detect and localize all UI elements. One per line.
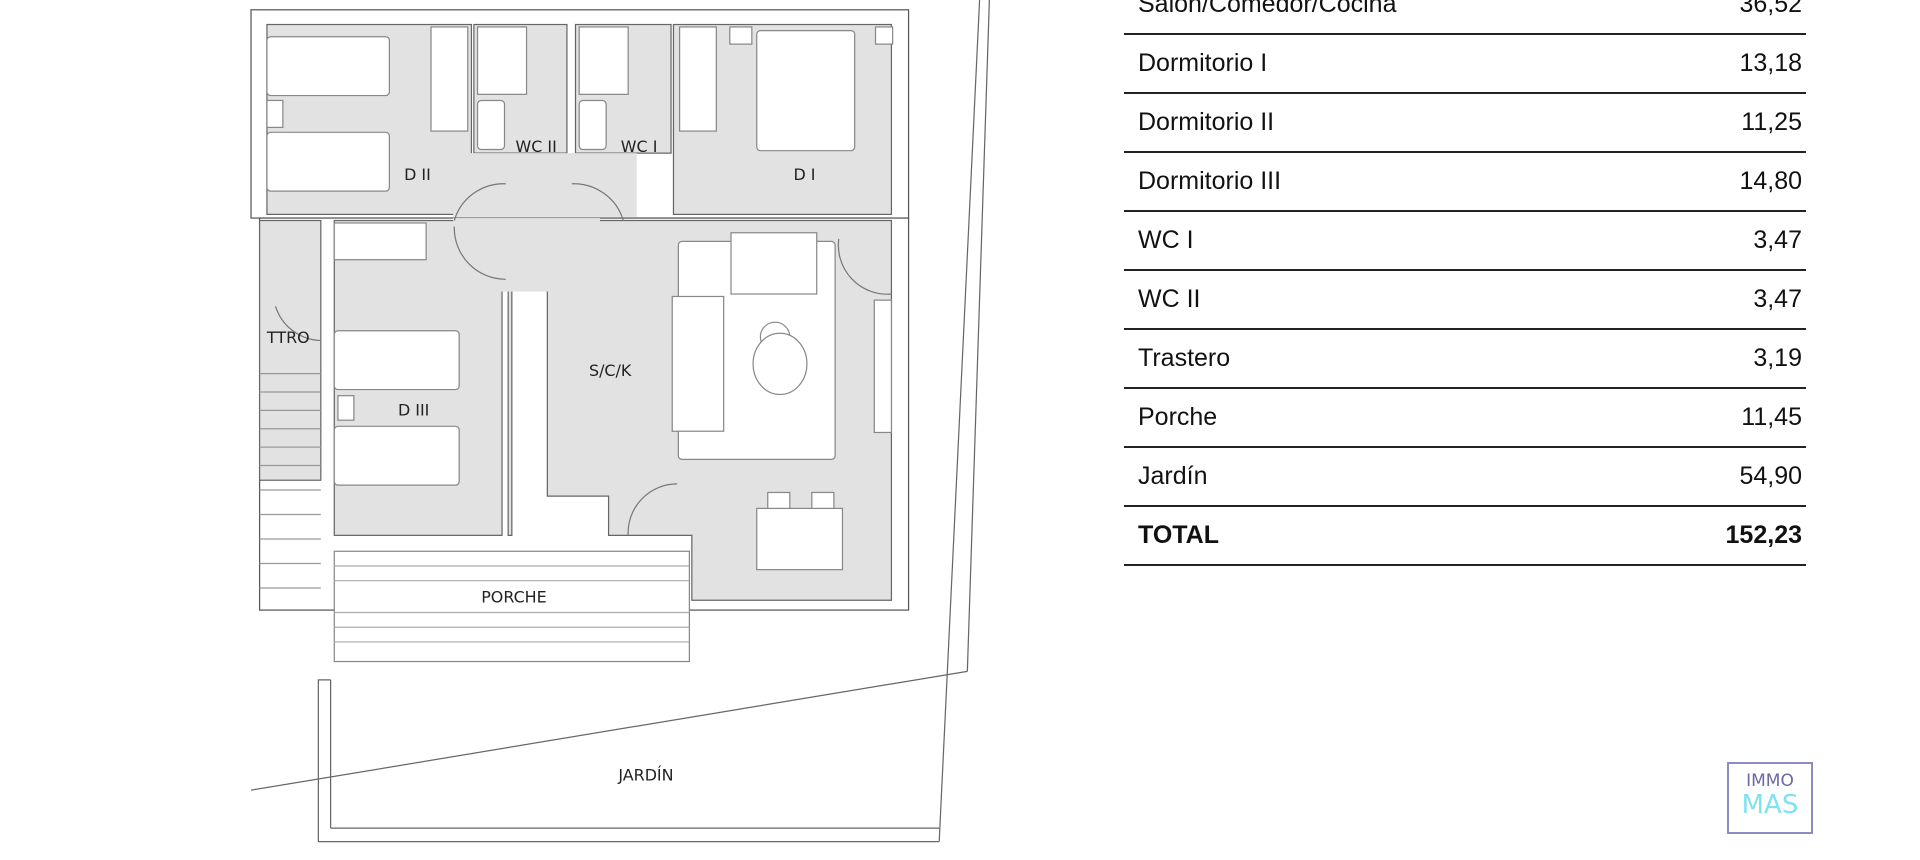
room-label-porche: PORCHE — [481, 588, 546, 607]
table-row: Salon/Comedor/Cocina 36,52 — [1124, 0, 1806, 35]
table-row: Dormitorio I 13,18 — [1124, 35, 1806, 94]
immomas-logo: IMMO MAS — [1727, 762, 1813, 834]
room-label-d1: D I — [793, 165, 815, 184]
total-row: TOTAL 152,23 — [1124, 507, 1806, 566]
row-value: 14,80 — [1739, 167, 1802, 195]
room-label-d2: D II — [404, 165, 431, 184]
furniture — [266, 26, 894, 571]
row-value: 3,19 — [1753, 344, 1802, 372]
row-label: Porche — [1138, 403, 1218, 431]
plot-boundary — [938, 0, 981, 842]
row-label: Dormitorio I — [1138, 49, 1268, 77]
table-row: Trastero 3,19 — [1124, 330, 1806, 389]
room-label-jardin: JARDÍN — [617, 765, 673, 784]
row-value: 3,47 — [1753, 285, 1802, 313]
surface-table: Salon/Comedor/Cocina 36,52 Dormitorio I 13… — [1124, 0, 1806, 566]
row-label: Dormitorio III — [1138, 167, 1282, 195]
logo-line2: MAS — [1741, 790, 1799, 820]
row-label: Salon/Comedor/Cocina — [1138, 0, 1397, 18]
room-label-wc2: WC II — [516, 137, 557, 156]
table-row: Jardín 54,90 — [1124, 448, 1806, 507]
room-label-sck: S/C/K — [589, 361, 632, 380]
table-row: WC I 3,47 — [1124, 212, 1806, 271]
room-label-ttro: TTRO — [266, 328, 310, 347]
row-value: 54,90 — [1739, 462, 1802, 490]
row-value: 11,45 — [1741, 403, 1802, 431]
room-ttro — [258, 219, 322, 481]
table-row: Dormitorio II 11,25 — [1124, 94, 1806, 153]
row-label: Trastero — [1138, 344, 1231, 372]
row-label: WC II — [1138, 285, 1201, 313]
porche-area — [333, 550, 690, 663]
room-label-wc1: WC I — [621, 137, 658, 156]
total-value: 152,23 — [1725, 521, 1802, 549]
table-row: Dormitorio III 14,80 — [1124, 153, 1806, 212]
row-value: 13,18 — [1739, 49, 1802, 77]
row-label: WC I — [1138, 226, 1194, 254]
table-row: Porche 11,45 — [1124, 389, 1806, 448]
row-value: 36,52 — [1739, 0, 1802, 18]
room-label-d3: D III — [398, 400, 429, 419]
row-value: 11,25 — [1741, 108, 1802, 136]
table-row: WC II 3,47 — [1124, 271, 1806, 330]
logo-line1: IMMO — [1746, 771, 1794, 791]
row-label: Dormitorio II — [1138, 108, 1275, 136]
total-label: TOTAL — [1138, 521, 1220, 549]
row-label: Jardín — [1138, 462, 1208, 490]
row-value: 3,47 — [1753, 226, 1802, 254]
